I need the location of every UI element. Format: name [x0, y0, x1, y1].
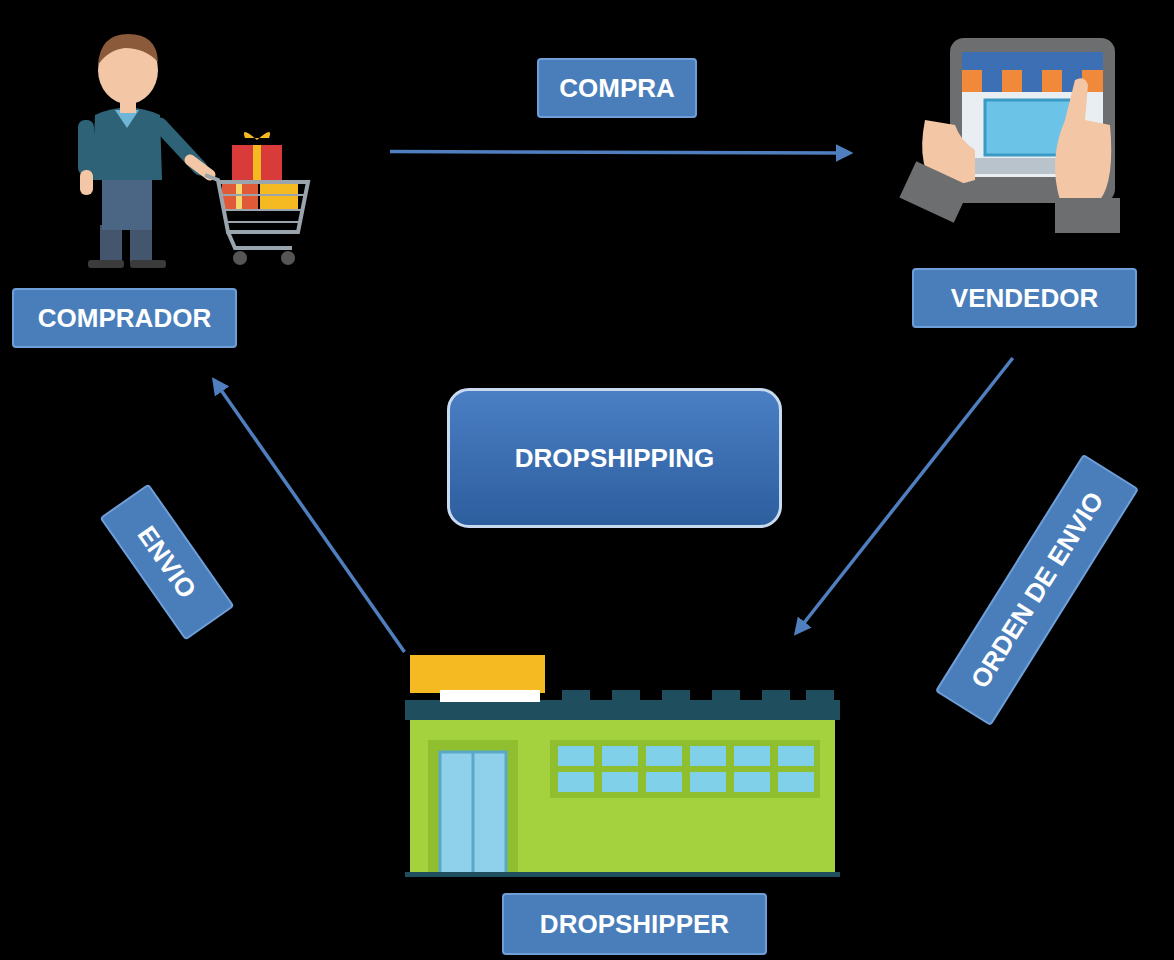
actor-node: COMPRADOR: [10, 30, 310, 350]
actor-node: DROPSHIPPER: [400, 655, 845, 955]
node-label: VENDEDOR: [951, 283, 1098, 314]
edge-label: ENVIO: [131, 520, 203, 604]
flow-arrow: [214, 380, 404, 652]
label-box: COMPRADOR: [12, 288, 237, 348]
center-box: DROPSHIPPING: [447, 388, 782, 528]
warehouse-building: [405, 655, 840, 877]
edge-label-box: ORDEN DE ENVIO: [935, 454, 1139, 726]
flow-arrow: [390, 152, 850, 153]
label-box: DROPSHIPPER: [502, 893, 767, 955]
edge-label-box: COMPRA: [537, 58, 697, 118]
node-label: DROPSHIPPING: [515, 443, 714, 474]
node-label: COMPRADOR: [38, 303, 211, 334]
tablet-store: [899, 38, 1120, 233]
actor-node: VENDEDOR: [900, 30, 1140, 330]
flow-arrow: [796, 358, 1013, 633]
edge-label-box: ENVIO: [99, 483, 234, 640]
edge-label: ORDEN DE ENVIO: [964, 486, 1110, 694]
edge-label: COMPRA: [559, 73, 675, 104]
shopping-cart: [205, 132, 308, 265]
node-label: DROPSHIPPER: [540, 909, 729, 940]
label-box: VENDEDOR: [912, 268, 1137, 328]
buyer-figure: [78, 34, 210, 268]
